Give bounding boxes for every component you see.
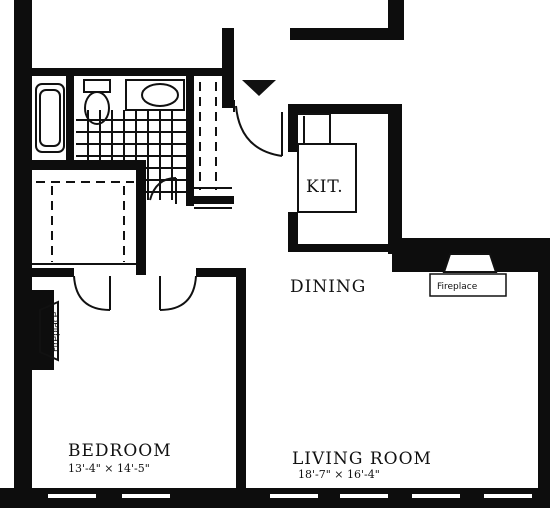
linen-bottom-wall [186, 196, 234, 204]
kitchen-right-wall [388, 104, 402, 254]
bath-right-wall [186, 76, 194, 206]
closet-top-wall [30, 160, 146, 170]
entry-arrow-icon [242, 80, 276, 96]
kitchen [297, 113, 357, 213]
kitchen-counter [297, 143, 357, 213]
kitchen-label: KIT. [306, 177, 344, 197]
bedroom-fireplace-hearth [39, 300, 59, 362]
entry [233, 80, 283, 157]
toilet-bowl [84, 91, 110, 125]
bath-tile-floor [76, 110, 186, 200]
living-room-dimensions: 18'-7" × 16'-4" [298, 468, 380, 481]
bedroom-label: BEDROOM [68, 441, 172, 461]
bedroom-top-right-wall [196, 268, 246, 277]
bathroom [35, 79, 186, 204]
kitchen-left-upper-wall [288, 104, 298, 152]
bathtub-basin [39, 89, 61, 147]
left-exterior-wall [14, 0, 32, 490]
toilet-tank [83, 79, 111, 93]
bath-top-wall [30, 68, 230, 76]
kitchen-left-lower-wall [288, 212, 298, 252]
bedroom-living-divider [236, 268, 246, 490]
closet-right-wall [136, 160, 146, 275]
sink-basin [141, 83, 179, 107]
bedroom-dimensions: 13'-4" × 14'-5" [68, 462, 150, 475]
living-fireplace-label: Fireplace [437, 282, 478, 292]
bath-partition-wall [66, 76, 74, 160]
bathtub [35, 83, 65, 153]
bedroom-fireplace-label: Fireplace [51, 311, 61, 352]
entry-door-swing [235, 105, 283, 157]
living-room-label: LIVING ROOM [292, 449, 432, 469]
right-exterior-wall [538, 242, 550, 492]
linen-closet [194, 82, 232, 209]
bedroom-doors [73, 275, 197, 311]
bedroom-door-right-swing [159, 275, 197, 311]
bath-door-swing [149, 177, 177, 201]
bedroom-closet [32, 181, 136, 265]
fireplace-details [39, 253, 507, 362]
bedroom-top-left-wall [30, 268, 74, 277]
bedroom-door-left-swing [73, 275, 111, 311]
living-fireplace-tag [429, 273, 507, 297]
windows [48, 494, 532, 498]
dining-label: DINING [290, 277, 366, 297]
kitchen-bottom-wall [288, 244, 400, 252]
living-fireplace-hearth [442, 253, 498, 273]
vanity [125, 79, 185, 111]
entry-column-wall [222, 28, 234, 108]
top-ledge-wall [290, 28, 402, 40]
kitchen-top-wall [288, 104, 400, 114]
